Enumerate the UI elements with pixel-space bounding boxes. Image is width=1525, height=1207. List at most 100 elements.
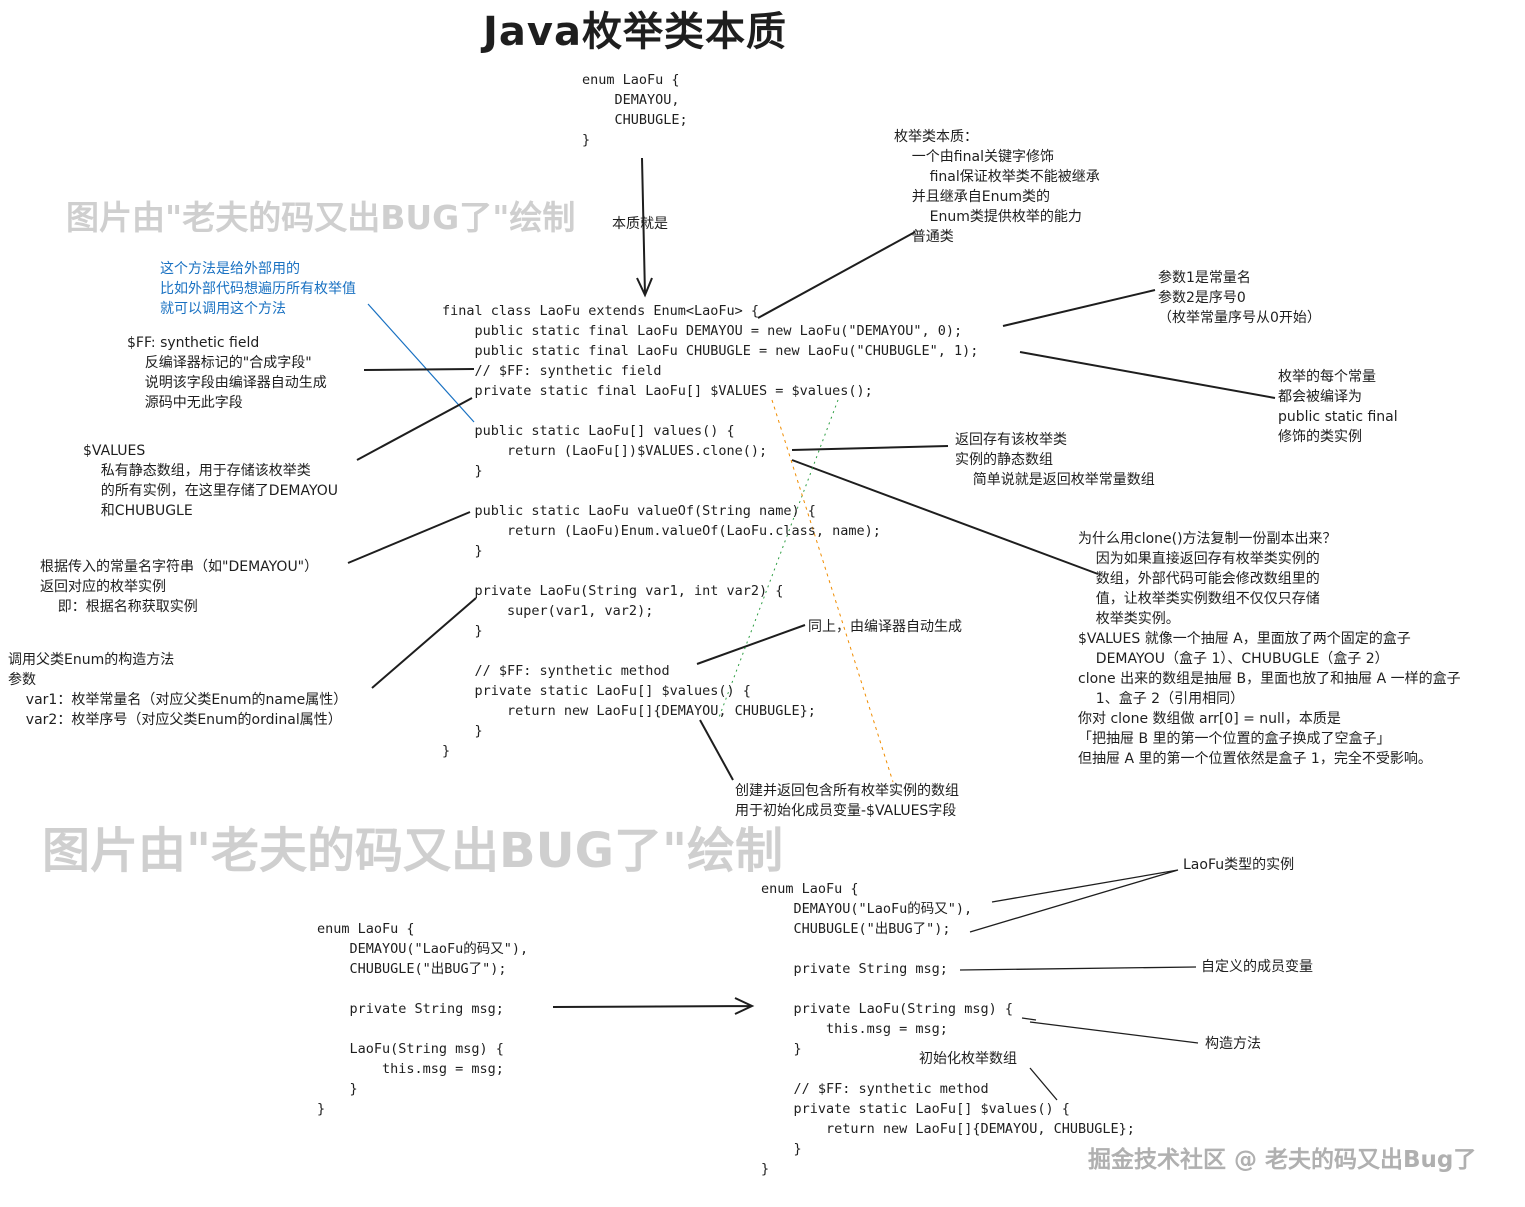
essence-note: 枚举类本质： 一个由final关键字修饰 final保证枚举类不能被继承 并且继… [894, 129, 1100, 245]
line [761, 939, 1135, 959]
connector-valueof [347, 511, 471, 564]
line: public static final LaoFu CHUBUGLE = new… [442, 343, 979, 359]
connector-init [1029, 1067, 1058, 1101]
connector-constants [1019, 351, 1276, 399]
line: } [442, 723, 483, 739]
note-instances: LaoFu类型的实例 [1183, 857, 1295, 873]
line: CHUBUGLE("出BUG了"); [317, 961, 507, 977]
line: return new LaoFu[]{DEMAYOU, CHUBUGLE}; [442, 703, 816, 719]
note-synthetic-field: $FF: synthetic field 反编译器标记的"合成字段" 说明该字段… [127, 335, 327, 411]
line: this.msg = msg; [761, 1021, 948, 1037]
line: return new LaoFu[]{DEMAYOU, CHUBUGLE}; [761, 1121, 1135, 1137]
line: private LaoFu(String var1, int var2) { [442, 583, 784, 599]
note-params: 参数1是常量名参数2是序号0（枚举常量序号从0开始） [1158, 270, 1321, 326]
line: CHUBUGLE("出BUG了"); [761, 921, 951, 937]
line: } [442, 543, 483, 559]
line: return (LaoFu[])$VALUES.clone(); [442, 443, 768, 459]
line: enum LaoFu { [317, 921, 415, 937]
connector-ctor [1021, 1017, 1199, 1044]
line: DEMAYOU("LaoFu的码又"), [317, 941, 529, 957]
line: 但抽屉 A 里的第一个位置依然是盒子 1，完全不受影响。 [1078, 751, 1432, 767]
line: } [442, 463, 483, 479]
line [317, 979, 528, 999]
line: 1、盒子 2（引用相同） [1078, 691, 1245, 707]
note-values-usage: 这个方法是给外部用的比如外部代码想遍历所有枚举值就可以调用这个方法 [160, 261, 356, 317]
connector-params [1002, 289, 1156, 327]
line: this.msg = msg; [317, 1061, 504, 1077]
line: private static final LaoFu[] $VALUES = $… [442, 383, 873, 399]
note-ctor: 构造方法 [1205, 1036, 1261, 1052]
connector-create [699, 719, 734, 781]
bottom-right-decompiled-code: enum LaoFu { DEMAYOU("LaoFu的码又"), CHUBUG… [761, 879, 1135, 1179]
line: final class LaoFu extends Enum<LaoFu> { [442, 303, 759, 319]
line [442, 481, 978, 501]
arrow-essence [636, 157, 653, 298]
connector-blue [367, 303, 475, 423]
note-constructor: 调用父类Enum的构造方法参数 var1：枚举常量名（对应父类Enum的name… [8, 652, 348, 728]
connector-member [959, 966, 1197, 971]
line: } [317, 1081, 358, 1097]
line: 「把抽屉 B 里的第一个位置的盒子换成了空盒子」 [1078, 731, 1391, 747]
line [317, 1019, 528, 1039]
line: 枚举类实例。 [1078, 611, 1180, 627]
line: super(var1, var2); [442, 603, 654, 619]
line: 数组，外部代码可能会修改数组里的 [1078, 571, 1320, 587]
connector-synthetic-field [363, 368, 475, 371]
line: private String msg; [317, 1001, 504, 1017]
line: private static LaoFu[] $values() { [442, 683, 751, 699]
line: public static LaoFu[] values() { [442, 423, 735, 439]
line: 因为如果直接返回存有枚举类实例的 [1078, 551, 1320, 567]
line: private String msg; [761, 961, 948, 977]
line: } [317, 1101, 326, 1117]
line: private LaoFu(String msg) { [761, 1001, 1013, 1017]
arrow-transform [552, 997, 755, 1015]
connector-values-field [356, 397, 473, 461]
line: return (LaoFu)Enum.valueOf(LaoFu.class, … [442, 523, 881, 539]
line: // $FF: synthetic method [442, 663, 670, 679]
note-why-clone: 为什么用clone()方法复制一份副本出来？ 因为如果直接返回存有枚举类实例的 … [1078, 529, 1461, 769]
connector-constructor [371, 597, 477, 689]
essence-label: 本质就是 [612, 216, 668, 232]
connector-same [696, 624, 806, 665]
line: enum LaoFu { [761, 881, 859, 897]
note-values-field: $VALUES 私有静态数组，用于存储该枚举类 的所有实例，在这里存储了DEMA… [83, 443, 339, 519]
top-enum-code: enum LaoFu { DEMAYOU, CHUBUGLE;} [582, 72, 688, 148]
line: } [761, 1041, 802, 1057]
line [442, 561, 978, 581]
main-decompiled-code: final class LaoFu extends Enum<LaoFu> { … [442, 301, 978, 761]
connector-instances [969, 869, 1179, 933]
line: public static LaoFu valueOf(String name)… [442, 503, 816, 519]
line: 为什么用clone()方法复制一份副本出来？ [1078, 531, 1337, 547]
note-init-array: 初始化枚举数组 [919, 1051, 1017, 1067]
credit-watermark: 掘金技术社区 @ 老夫的码又出Bug了 [1088, 1147, 1477, 1173]
line [442, 401, 978, 421]
line: $VALUES 就像一个抽屉 A，里面放了两个固定的盒子 [1078, 631, 1411, 647]
line: // $FF: synthetic field [442, 363, 662, 379]
line: private static LaoFu[] $values() { [761, 1101, 1070, 1117]
page-title: Java枚举类本质 [483, 9, 787, 55]
line: DEMAYOU（盒子 1）、CHUBUGLE（盒子 2） [1078, 651, 1389, 667]
line: 值，让枚举类实例数组不仅仅只存储 [1078, 591, 1320, 607]
connector-clone [791, 459, 1099, 575]
note-returns-array: 返回存有该枚举类实例的静态数组 简单说就是返回枚举常量数组 [955, 432, 1155, 488]
line: LaoFu(String msg) { [317, 1041, 504, 1057]
note-same-above: 同上，由编译器自动生成 [808, 619, 962, 635]
line: 你对 clone 数组做 arr[0] = null，本质是 [1078, 711, 1341, 727]
line: // $FF: synthetic method [761, 1081, 989, 1097]
line: public static final LaoFu DEMAYOU = new … [442, 323, 963, 339]
connector-returns [791, 445, 949, 451]
line: } [442, 743, 451, 759]
note-create-array: 创建并返回包含所有枚举实例的数组用于初始化成员变量-$VALUES字段 [735, 783, 959, 819]
watermark-bottom: 图片由"老夫的码又出BUG了"绘制 [42, 823, 783, 879]
line [442, 641, 978, 661]
line: } [442, 623, 483, 639]
line: } [761, 1161, 770, 1177]
line [761, 979, 1135, 999]
watermark-top: 图片由"老夫的码又出BUG了"绘制 [66, 198, 576, 237]
bottom-left-enum-code: enum LaoFu { DEMAYOU("LaoFu的码又"), CHUBUG… [317, 919, 528, 1119]
note-value-of: 根据传入的常量名字符串（如"DEMAYOU"）返回对应的枚举实例 即：根据名称获… [40, 559, 319, 615]
line: } [761, 1141, 802, 1157]
